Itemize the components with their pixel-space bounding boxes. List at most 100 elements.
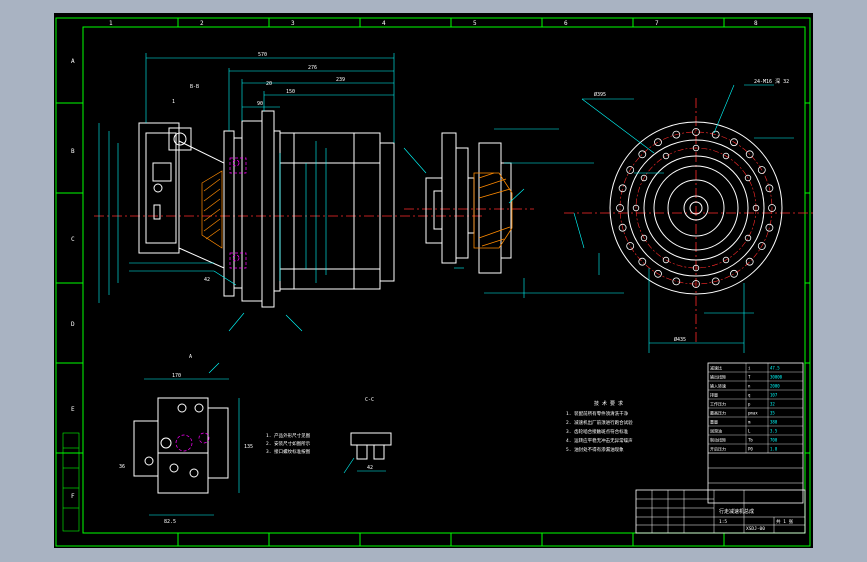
table-cell: 开启压力 xyxy=(710,446,726,452)
table-cell: p xyxy=(748,402,751,407)
detail-a-label: A xyxy=(189,354,192,360)
table-cell: 润滑油 xyxy=(710,428,722,434)
dim-length-a: 276 xyxy=(308,65,317,71)
section-label: B-B xyxy=(190,84,199,90)
table-cell: P0 xyxy=(748,447,753,452)
bolt-hole xyxy=(618,223,627,232)
column-marker: 3 xyxy=(291,20,295,27)
detail-note: 1. 产品外形尺寸见图 xyxy=(266,432,311,439)
table-cell: 输入转速 xyxy=(710,383,726,389)
tech-note-item: 5. 油封处不得有渗漏油现象 xyxy=(566,446,624,453)
row-marker: F xyxy=(71,493,75,500)
flange-bolt-note: 24-M16 深 32 xyxy=(754,78,789,85)
title-sheet: 共 1 张 xyxy=(776,518,794,525)
dim-length-f: 42 xyxy=(204,277,210,283)
tech-note-item: 4. 运转应平稳无冲击无异常噪声 xyxy=(566,437,633,444)
table-cell: 35 xyxy=(770,411,775,416)
bolt-hole xyxy=(692,280,700,288)
table-cell: 制动扭矩 xyxy=(710,437,726,443)
bolt-hole xyxy=(745,150,754,159)
bolt-hole xyxy=(730,138,738,147)
bolt-hole xyxy=(765,223,774,232)
bolt-hole xyxy=(638,150,647,159)
section-c-label: C-C xyxy=(365,397,374,403)
bolt-hole xyxy=(730,269,738,278)
bolt-hole xyxy=(745,257,754,266)
bolt-hole xyxy=(744,174,752,182)
table-cell: 1.8 xyxy=(770,447,778,452)
bolt-hole xyxy=(711,130,720,139)
column-marker: 7 xyxy=(655,20,659,27)
dim-length-d: 90 xyxy=(257,101,263,107)
bolt-hole xyxy=(722,152,730,160)
table-cell: 排量 xyxy=(710,392,718,398)
column-marker: 8 xyxy=(754,20,758,27)
flange-outer-dim: Ø435 xyxy=(674,336,686,343)
row-marker: C xyxy=(71,236,75,243)
detail-a-view: A 170 82.5 135 36 1. 产品外形尺寸见图 2. 安装尺寸如图所… xyxy=(119,354,311,525)
tech-note-item: 3. 齿轮啮合接触斑点符合标准 xyxy=(566,428,629,435)
bolt-holes xyxy=(616,128,776,288)
row-marker: B xyxy=(71,148,75,155)
dim-length-c: 150 xyxy=(286,89,295,95)
bolt-hole xyxy=(722,256,730,264)
main-note: 1 xyxy=(172,99,175,105)
table-cell: m xyxy=(748,420,751,425)
title-block: 行走减速机总成 XSDJ-00 1:5 共 1 张 xyxy=(635,489,806,534)
bolt-hole xyxy=(692,144,700,152)
bolt-hole xyxy=(638,257,647,266)
table-cell: 重量 xyxy=(710,419,718,425)
column-marker: 2 xyxy=(200,20,204,27)
bolt-hole xyxy=(640,174,648,182)
bolt-hole xyxy=(672,130,681,139)
detail-note: 3. 接口螺纹标准按图 xyxy=(266,448,311,455)
dim-length-b: 239 xyxy=(336,77,345,83)
table-cell: 输出扭矩 xyxy=(710,374,726,380)
bolt-hole xyxy=(757,242,766,250)
technical-requirements: 技 术 要 求 1. 装配前所有零件须清洗干净 2. 减速机出厂前须进行跑合试验… xyxy=(566,400,633,453)
table-cell: 30000 xyxy=(770,375,783,380)
detail-offset: 36 xyxy=(119,464,125,470)
table-cell: 减速比 xyxy=(710,365,722,371)
bolt-hole xyxy=(662,152,670,160)
table-cell: 最高压力 xyxy=(710,410,726,416)
bolt-hole xyxy=(654,138,662,147)
bolt-hole xyxy=(626,166,635,174)
tech-note-item: 2. 减速机出厂前须进行跑合试验 xyxy=(566,419,633,426)
bolt-hole xyxy=(757,166,766,174)
title-drawing-no: XSDJ-00 xyxy=(746,526,765,532)
cad-drawing: 1 2 3 4 5 6 7 8 A B C D E F xyxy=(54,13,813,548)
row-marker: D xyxy=(71,321,75,328)
title-scale: 1:5 xyxy=(719,519,727,525)
margin-symbols xyxy=(62,432,80,532)
table-cell: i xyxy=(748,366,751,371)
table-cell: 700 xyxy=(770,438,778,443)
column-marker: 6 xyxy=(564,20,568,27)
bolt-hole xyxy=(654,269,662,278)
table-cell: 380 xyxy=(770,420,778,425)
dim-overall: 570 xyxy=(258,52,267,58)
tech-note-item: 1. 装配前所有零件须清洗干净 xyxy=(566,410,629,417)
bolt-hole xyxy=(711,277,720,286)
flange-end-view: 24-M16 深 32 Ø435 Ø395 xyxy=(564,78,813,353)
bolt-hole xyxy=(672,277,681,286)
row-marker: A xyxy=(71,58,75,65)
cad-viewport[interactable]: 1 2 3 4 5 6 7 8 A B C D E F xyxy=(54,13,813,548)
table-cell: q xyxy=(748,393,751,398)
row-marker: E xyxy=(71,406,75,413)
detail-note: 2. 安装尺寸如图所示 xyxy=(266,440,311,447)
bolt-hole xyxy=(632,204,640,212)
drawing-background xyxy=(54,13,813,548)
drawing-frame xyxy=(55,17,811,547)
detail-height: 135 xyxy=(244,444,253,450)
title-project: 行走减速机总成 xyxy=(719,508,754,515)
table-cell: 2000 xyxy=(770,384,780,389)
bolt-hole xyxy=(744,234,752,242)
bolt-hole xyxy=(765,184,774,193)
hub-detail-view xyxy=(403,128,624,298)
detail-width: 170 xyxy=(172,373,181,379)
column-marker: 4 xyxy=(382,20,386,27)
table-cell: 32 xyxy=(770,402,775,407)
